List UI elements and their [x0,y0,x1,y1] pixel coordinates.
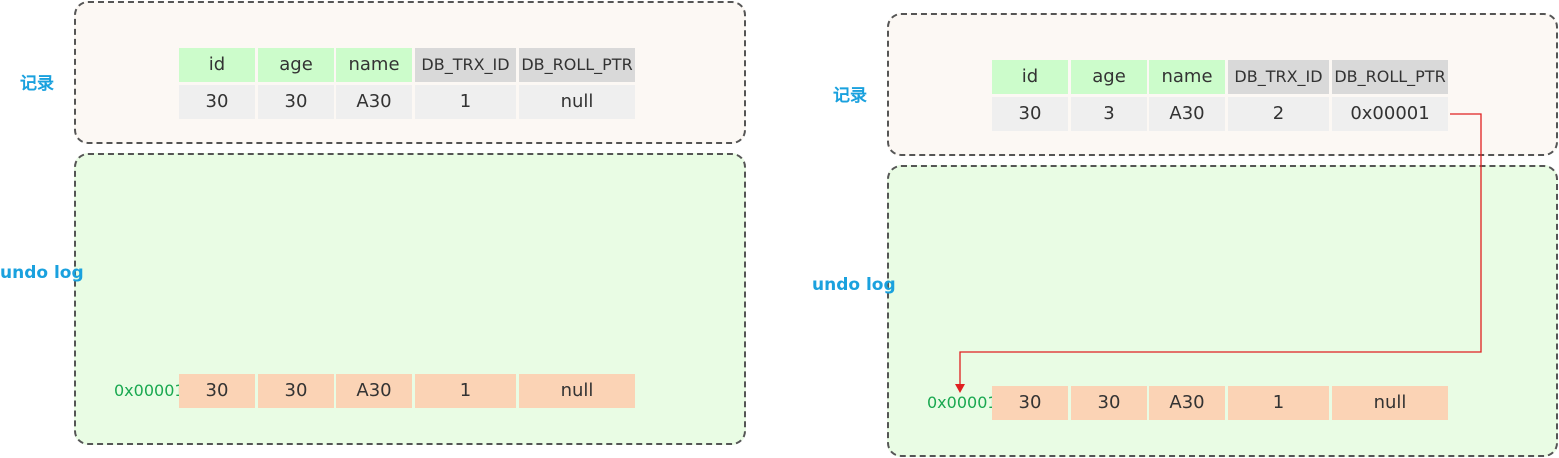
left-record-roll-ptr: null [519,85,635,119]
right-record-roll-ptr: 0x00001 [1332,97,1448,131]
left-header-roll-ptr: DB_ROLL_PTR [519,48,635,82]
right-record-label: 记录 [833,86,867,106]
left-record-id: 30 [179,85,255,119]
left-header-name: name [336,48,412,82]
left-undo-name: A30 [336,374,412,408]
left-record-trx-id: 1 [415,85,516,119]
right-header-age: age [1071,60,1147,94]
right-record-age: 3 [1071,97,1147,131]
left-undo-age: 30 [258,374,334,408]
right-undo-address: 0x00001 [927,393,998,412]
left-undo-id: 30 [179,374,255,408]
left-record-name: A30 [336,85,412,119]
right-header-trx-id: DB_TRX_ID [1228,60,1329,94]
left-undo-address: 0x00001 [114,381,185,400]
right-record-name: A30 [1149,97,1225,131]
right-undo-roll-ptr: null [1332,386,1448,420]
left-header-trx-id: DB_TRX_ID [415,48,516,82]
right-undo-age: 30 [1071,386,1147,420]
right-undo-trx-id: 1 [1228,386,1329,420]
right-header-name: name [1149,60,1225,94]
left-header-id: id [179,48,255,82]
left-undo-roll-ptr: null [519,374,635,408]
right-undo-id: 30 [992,386,1068,420]
right-undo-label: undo log [812,275,896,295]
left-undo-label: undo log [0,263,84,283]
left-header-age: age [258,48,334,82]
right-undo-name: A30 [1149,386,1225,420]
left-undo-trx-id: 1 [415,374,516,408]
right-header-roll-ptr: DB_ROLL_PTR [1332,60,1448,94]
left-record-age: 30 [258,85,334,119]
right-record-trx-id: 2 [1228,97,1329,131]
right-header-id: id [992,60,1068,94]
left-record-label: 记录 [20,74,54,94]
right-record-id: 30 [992,97,1068,131]
